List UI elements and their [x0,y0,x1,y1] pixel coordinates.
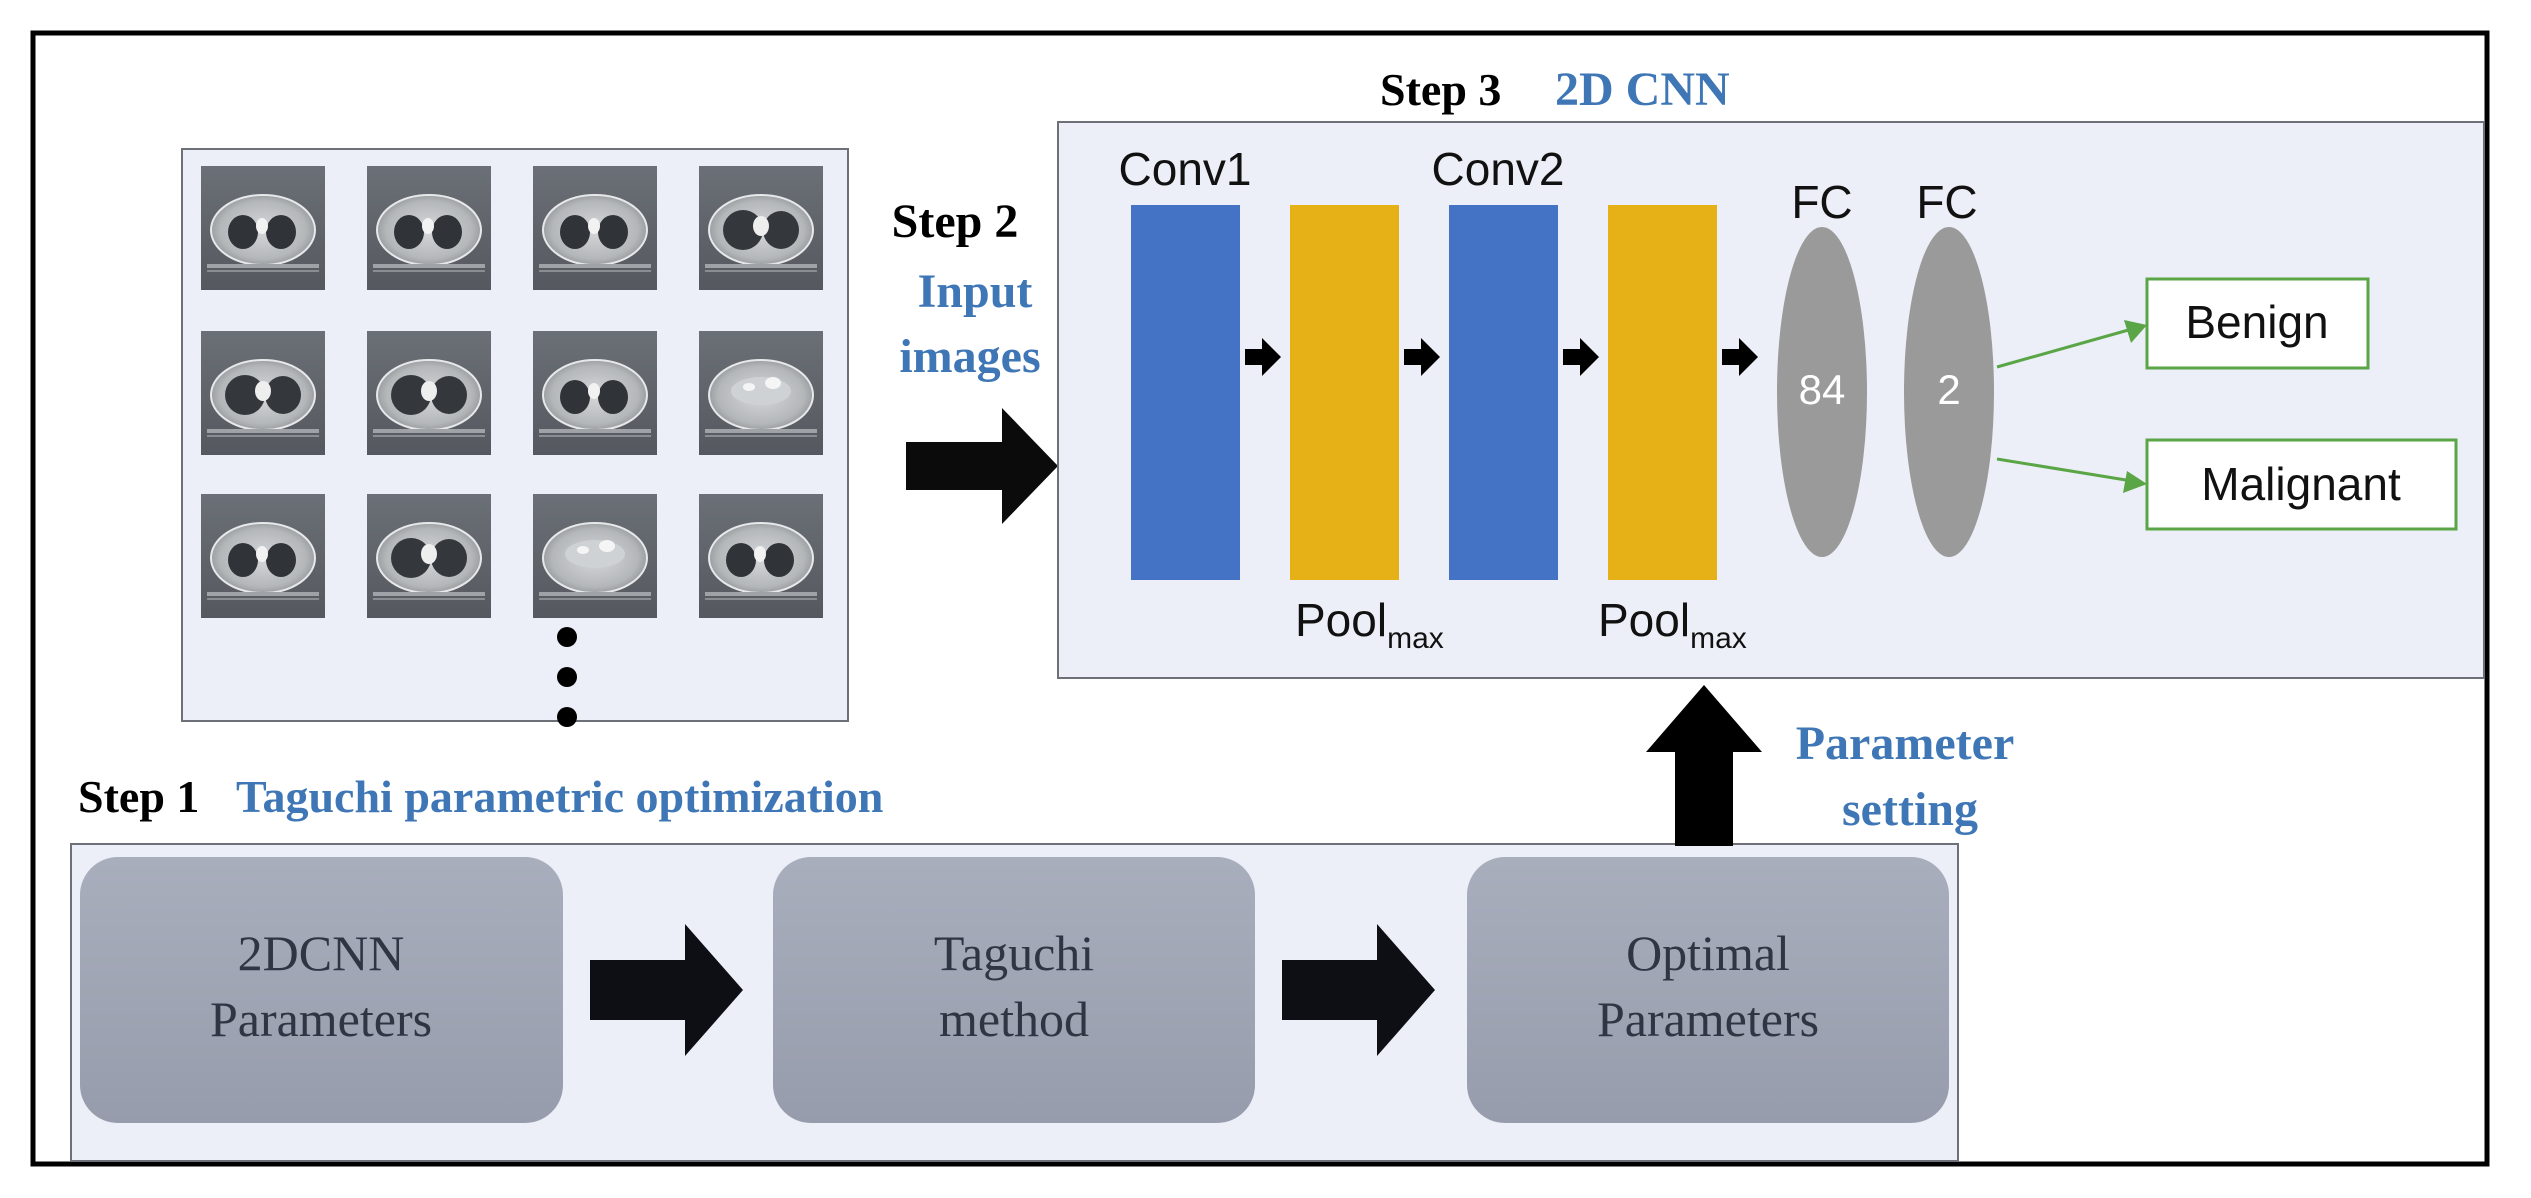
fc1-label: FC [1791,176,1852,228]
taguchi-method-line1: Taguchi [934,925,1094,981]
ct-scan-thumbnail [366,493,492,619]
pool2-label: Poolmax [1598,594,1747,655]
fc2-value: 2 [1937,366,1960,413]
ct-scan-thumbnail [532,330,658,456]
layer-arrow [1563,338,1599,376]
ct-scan-thumbnail [532,493,658,619]
conv1-label: Conv1 [1119,143,1252,195]
fc1-value: 84 [1799,366,1846,413]
step3-label: Step 3 [1380,64,1501,115]
cnn-parameters-box [80,857,563,1123]
taguchi-arrow [590,924,743,1056]
optimal-parameters-line1: Optimal [1626,925,1790,981]
taguchi-method-box [773,857,1255,1123]
ct-scan-thumbnail [698,330,824,456]
ct-scan-thumbnail [200,330,326,456]
parameter-setting-line2: setting [1842,783,1978,836]
layer-arrow [1722,338,1758,376]
step1-title: Taguchi parametric optimization [236,771,883,822]
ct-scan-thumbnail [532,165,658,291]
parameter-setting-line1: Parameter [1796,717,2015,770]
ct-scan-thumbnail [366,165,492,291]
output-malignant-box [2145,438,2458,531]
optimal-parameters-line2: Parameters [1597,991,1819,1047]
pool2-layer [1608,205,1717,580]
layer-arrow [1404,338,1440,376]
fc2-label: FC [1916,176,1977,228]
cnn-panel [1057,121,2485,679]
step3-title: 2D CNN [1555,63,1730,116]
fc1-node [1777,227,1867,557]
pool1-label: Poolmax [1295,594,1444,655]
ellipsis-dots [557,627,577,727]
fc2-node [1904,227,1994,557]
pool1-layer [1290,205,1399,580]
output-benign-label: Benign [2185,296,2328,348]
taguchi-arrow [1282,924,1435,1056]
output-arrow-benign [1996,320,2147,369]
ct-scan-thumbnail [698,165,824,291]
output-malignant-label: Malignant [2201,458,2401,510]
step2-label: Step 2 [892,195,1019,248]
taguchi-method-line2: method [939,991,1089,1047]
cnn-parameters-line2: Parameters [210,991,432,1047]
optimal-parameters-box [1467,857,1949,1123]
ct-scan-thumbnail [698,493,824,619]
step2-title-line1: Input [918,265,1033,318]
ct-scan-thumbnail [200,165,326,291]
conv2-label: Conv2 [1432,143,1565,195]
step1-label: Step 1 [78,771,199,822]
layer-arrow [1245,338,1281,376]
step2-title-line2: images [899,330,1040,383]
cnn-parameters-line1: 2DCNN [238,925,405,981]
ct-scan-thumbnail [366,330,492,456]
input-arrow [906,408,1058,524]
conv2-layer [1449,205,1558,580]
output-arrow-malignant [1996,457,2147,493]
conv1-layer [1131,205,1240,580]
parameter-setting-arrow [1646,685,1762,846]
ct-scan-thumbnail [200,493,326,619]
output-benign-box [2145,277,2370,370]
